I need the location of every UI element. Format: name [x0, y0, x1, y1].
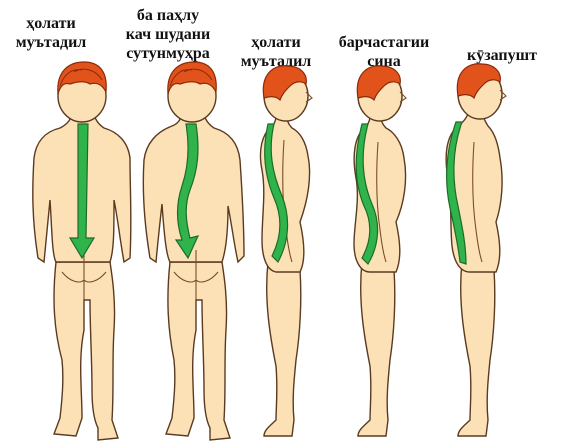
- figure-kyphosis-side: [446, 64, 506, 436]
- legs: [54, 262, 118, 440]
- legs: [358, 262, 395, 436]
- figure-flat-chest-side: [354, 66, 406, 436]
- figure-scoliosis-back: [143, 62, 244, 440]
- legs: [166, 262, 230, 440]
- figure-normal-back: [33, 62, 131, 440]
- figure-normal-side: [260, 66, 312, 436]
- legs: [458, 262, 495, 436]
- legs: [264, 262, 301, 436]
